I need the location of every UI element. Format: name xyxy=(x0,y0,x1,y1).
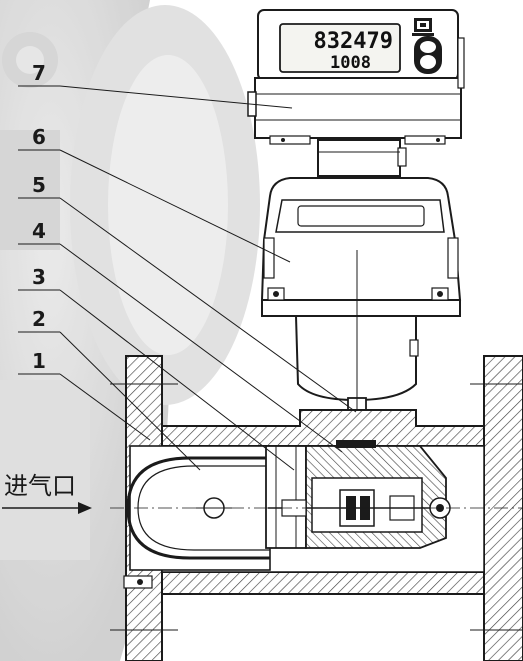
lcd-screen: 832479 1008 xyxy=(279,23,401,73)
part-number-labels: 7 6 5 4 3 2 1 xyxy=(32,61,46,373)
part-number-4: 4 xyxy=(32,219,46,243)
inlet-label: 进气口 xyxy=(4,472,76,500)
part-number-5: 5 xyxy=(32,173,46,197)
part-number-2: 2 xyxy=(32,307,46,331)
part-number-1: 1 xyxy=(32,349,46,373)
lcd-reading: 832479 xyxy=(314,29,393,54)
leader-lines xyxy=(18,85,357,471)
register-neck xyxy=(317,139,407,177)
part-number-3: 3 xyxy=(32,265,46,289)
meter-housing xyxy=(260,177,462,317)
part-number-7: 7 xyxy=(32,61,46,85)
part-number-6: 6 xyxy=(32,125,46,149)
inlet-indicator: 进气口 xyxy=(2,472,92,514)
turbine-assembly xyxy=(265,440,451,549)
brand-logo-icon xyxy=(412,18,442,74)
inlet-arrow-icon xyxy=(2,502,92,514)
lcd-subreading: 1008 xyxy=(330,53,371,73)
